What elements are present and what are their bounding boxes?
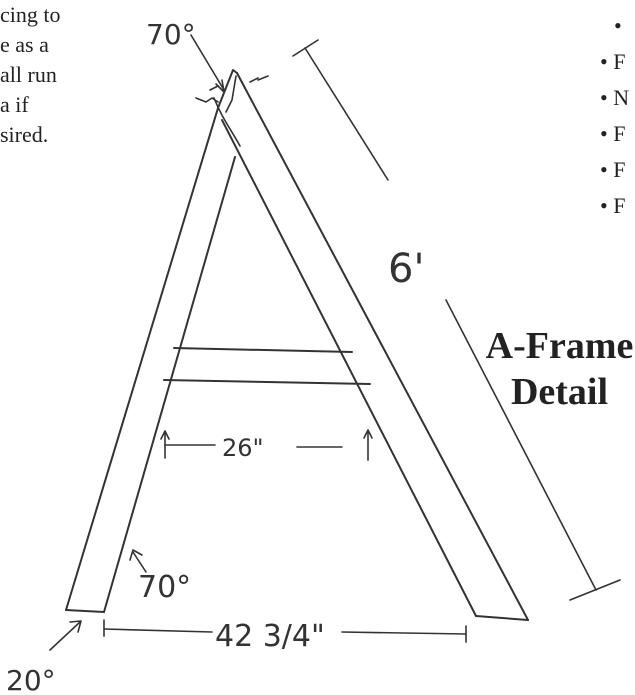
base-dimension [103,619,467,643]
instruction-line: e as a [0,32,49,57]
diagram-title: A-Frame Detail [472,323,635,415]
bullet-icon: • [600,157,608,182]
instruction-text-fragment: cing to e as a all run a if sired. [0,0,140,150]
bullet-icon: • [600,85,608,110]
foot-angle-label: 20° [6,664,56,695]
base-width-label: 42 3/4" [215,619,325,654]
bullet-icon: • [600,121,608,146]
instruction-line: sired. [0,122,49,147]
title-line: Detail [510,371,609,413]
top-angle-label: 70° [146,18,196,51]
crossbar-width-label: 26" [222,434,264,462]
bullet-item: • N [600,85,630,110]
crossbar-dimension [160,429,373,461]
instruction-line: a if [0,92,29,117]
bullet-item: • F [600,49,626,74]
bullet-list: • • F • N • F • F • F [600,8,629,224]
left-leg [65,107,236,613]
bullet-item: • F [600,121,626,146]
bullet-icon: • [600,193,608,218]
bullet-item: • [600,8,629,44]
length-dimension [292,39,621,601]
crossbar [163,347,371,385]
bottom-angle-label: 70° [138,570,191,605]
title-line: A-Frame [485,325,634,367]
bottom-angle-arrow [129,549,147,573]
top-angle-arrow [190,34,225,93]
apex-joint [195,69,269,147]
right-leg [221,72,529,621]
bullet-icon: • [614,13,622,38]
length-label: 6' [388,246,424,292]
bullet-icon: • [600,49,608,74]
instruction-line: cing to [0,2,61,27]
foot-angle-arrow [49,620,82,651]
bullet-item: • F [600,193,626,218]
bullet-item: • F [600,157,626,182]
instruction-line: all run [0,62,57,87]
